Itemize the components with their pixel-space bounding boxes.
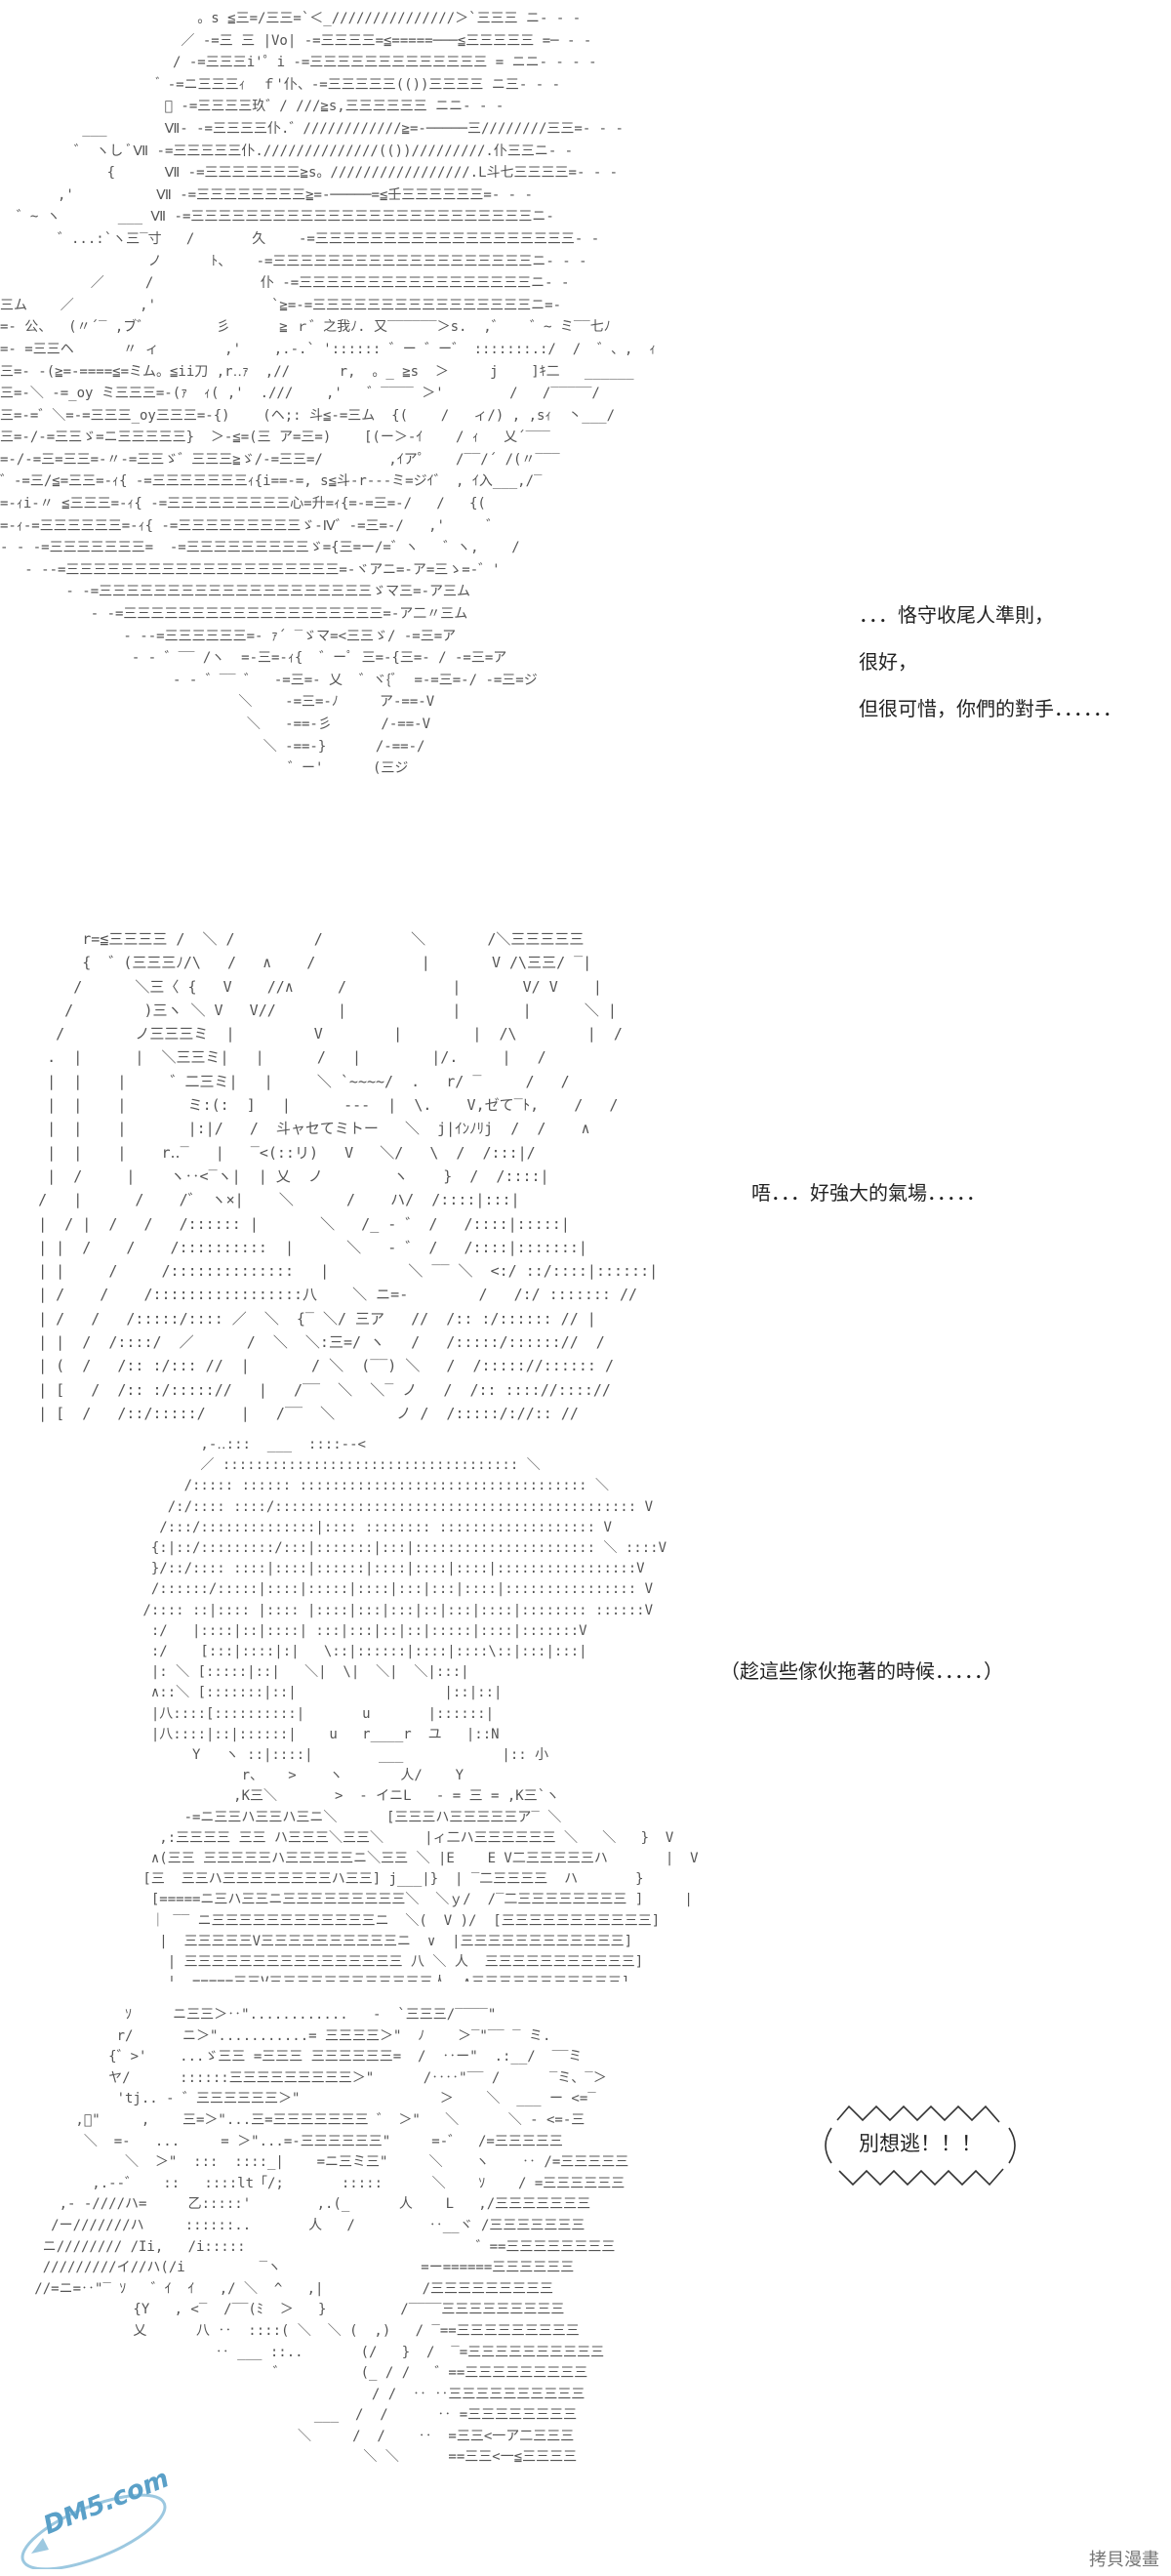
- panel-3: ,-‥::: ___ ::::--< ／ :::::::::::::::::::…: [0, 1425, 1171, 2011]
- panel-4-shout-bubble: 別想逃！！！: [818, 2099, 1023, 2192]
- dialog-line-2: 很好，: [859, 650, 917, 674]
- panel-2-dialog: 唔．．．好強大的氣場．．．．．: [751, 1181, 986, 1205]
- panel-1: 。s ≦三=/三三=`＜_///////////////＞`三三三 ニ- - -…: [0, 0, 1171, 879]
- dialog-line-1: ．．．恪守收尾人準則，: [859, 603, 1054, 627]
- panel-2-ascii-art: r=≦三三三三 / ＼ / / ＼ /＼三三三三三 { ゛(三三三ﾉ/\ / ∧…: [38, 930, 659, 1422]
- panel-1-dialog: ．．．恪守收尾人準則， 很好， 但很可惜，你們的對手．．．．．．: [859, 592, 1122, 732]
- panel-3-ascii-art: ,-‥::: ___ ::::--< ／ :::::::::::::::::::…: [142, 1437, 710, 2011]
- panel-4-ascii-art: ｿ ニ三三＞‥"............ - `三三三/‾‾‾‾" r/ ニ＞"…: [34, 2007, 629, 2466]
- panel-4: ｿ ニ三三＞‥"............ - `三三三/‾‾‾‾" r/ ニ＞"…: [0, 1982, 1171, 2576]
- shout-text: 別想逃！！！: [859, 2132, 982, 2155]
- spiky-bubble-outline: [825, 2105, 1016, 2187]
- dialog-line-3: 但很可惜，你們的對手．．．．．．: [859, 697, 1122, 720]
- dm5-watermark: DM5.com: [14, 2464, 180, 2569]
- source-credit: 拷貝漫畫: [1089, 2550, 1159, 2570]
- panel-3-dialog: （趁這些傢伙拖著的時候．．．．．）: [720, 1659, 1003, 1683]
- dm5-logo-icon: [20, 2493, 167, 2569]
- panel-2: r=≦三三三三 / ＼ / / ＼ /＼三三三三三 { ゛(三三三ﾉ/\ / ∧…: [0, 918, 1171, 1425]
- panel-1-ascii-art: 。s ≦三=/三三=`＜_///////////////＞`三三三 ニ- - -…: [0, 11, 657, 777]
